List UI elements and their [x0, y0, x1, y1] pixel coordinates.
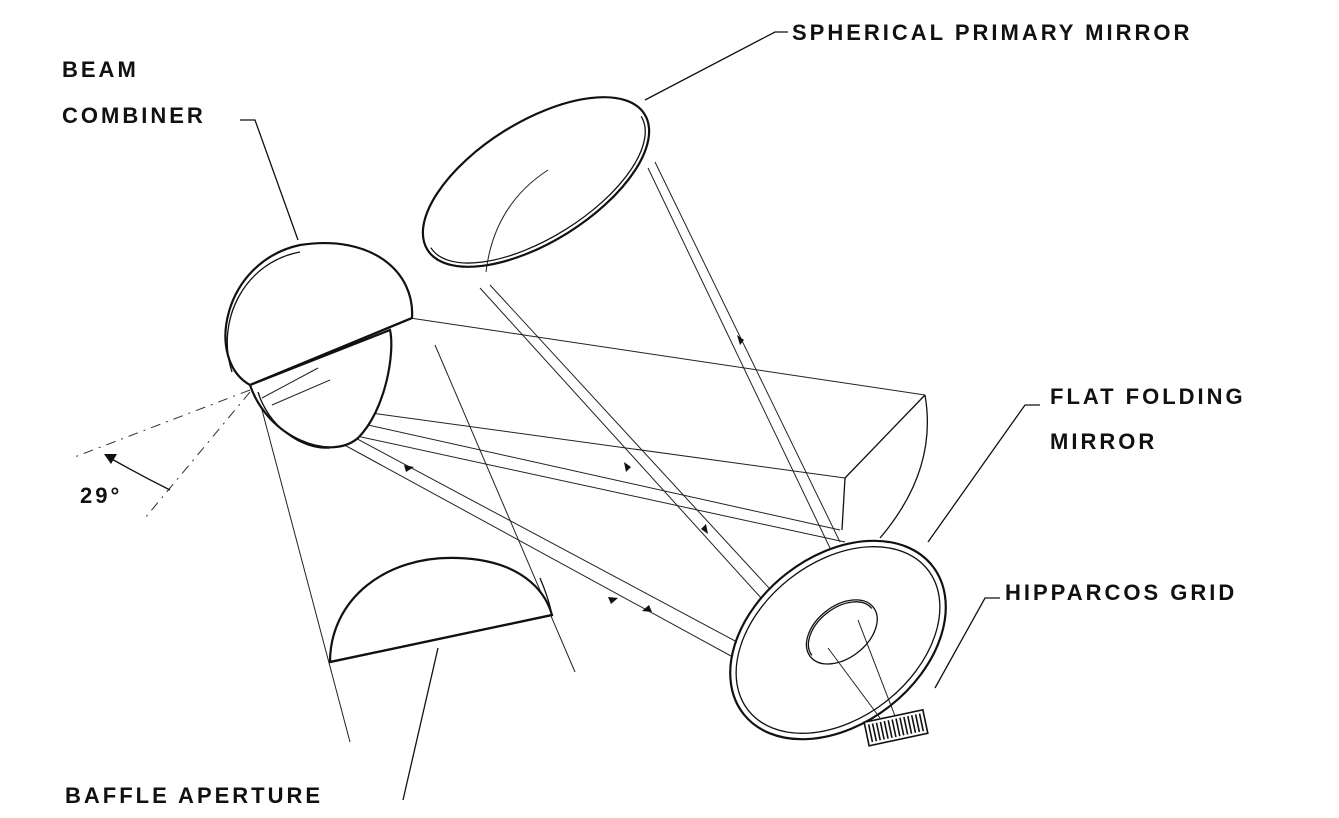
box-curve — [879, 394, 928, 539]
grid-bars — [867, 713, 925, 743]
folding-box — [841, 394, 928, 539]
ray-primary-to-fold-left-a — [479, 287, 773, 611]
grid-bar — [910, 715, 917, 734]
ray-baffle-right — [434, 344, 576, 673]
label-beam-combiner-line1: BEAM — [62, 57, 139, 82]
box-diagonal — [844, 394, 926, 479]
spherical-primary-mirror — [421, 96, 651, 273]
ray-combiner-to-box-low — [277, 404, 841, 531]
grid-bar — [914, 714, 921, 733]
grid-bar — [879, 721, 885, 740]
primary-mirror-inner-edge — [430, 115, 646, 264]
box-vertical — [841, 477, 846, 531]
grid-bar — [867, 724, 874, 743]
baffle-aperture — [328, 556, 554, 664]
label-baffle-aperture: BAFFLE APERTURE — [65, 783, 323, 808]
grid-bar — [907, 715, 913, 734]
baffle-flat-edge — [329, 613, 553, 664]
ray-baffle-left — [261, 409, 351, 743]
combiner-thickness-lower — [257, 391, 331, 449]
angle-dashed-line-lower — [144, 391, 251, 519]
combiner-ray-internal-b — [271, 379, 331, 406]
baffle-half-disc — [328, 556, 554, 664]
leader-flat-folding-mirror — [927, 404, 1040, 543]
ray-primary-to-fold-right-a — [647, 167, 831, 549]
ray-primary-to-fold-right-b — [654, 161, 841, 543]
ray-arrow-3 — [642, 605, 652, 612]
angle-arc — [109, 457, 171, 491]
label-beam-combiner-line2: COMBINER — [62, 103, 206, 128]
leader-baffle-aperture — [402, 647, 439, 801]
ray-combiner-to-fold — [351, 434, 846, 543]
ray-arrow-6 — [624, 462, 631, 472]
grid-bar — [895, 718, 901, 737]
ray-arrow-4 — [737, 335, 744, 345]
leader-beam-combiner — [240, 119, 299, 241]
label-flat-folding-mirror-line2: MIRROR — [1050, 429, 1157, 454]
label-flat-folding-mirror-line1: FLAT FOLDING — [1050, 384, 1246, 409]
fold-mirror-face — [735, 546, 941, 734]
grid-ray-a — [827, 647, 881, 719]
combiner-split-line — [249, 316, 413, 387]
combiner-ray-internal-a — [261, 367, 319, 399]
leader-primary-mirror — [644, 31, 788, 101]
labels: SPHERICAL PRIMARY MIRROR BEAM COMBINER F… — [62, 20, 1246, 808]
combiner-thickness-upper — [226, 251, 301, 373]
fold-mirror-hole-inner-edge — [807, 601, 873, 656]
ray-combiner-to-box-top — [409, 317, 926, 396]
grid-bar — [871, 723, 878, 742]
grid-bar — [903, 716, 909, 735]
grid-bar — [918, 713, 925, 732]
label-hipparcos-grid: HIPPARCOS GRID — [1005, 580, 1237, 605]
hipparcos-grid — [863, 708, 929, 747]
label-angle-29: 29° — [80, 483, 122, 508]
leader-hipparcos-grid — [934, 597, 1000, 689]
grid-bar — [899, 717, 905, 736]
grid-bar — [891, 719, 897, 738]
grid-ray-b — [857, 619, 896, 717]
grid-bar — [887, 720, 893, 739]
angle-indicator — [71, 389, 251, 519]
ray-arrow-2 — [608, 597, 618, 604]
label-spherical-primary-mirror: SPHERICAL PRIMARY MIRROR — [792, 20, 1192, 45]
ray-arrow-1 — [404, 465, 414, 472]
baffle-edge-thickness — [539, 577, 553, 616]
flat-folding-mirror — [729, 539, 947, 741]
grid-bar — [883, 720, 889, 739]
primary-mirror-rim — [421, 96, 651, 268]
combiner-upper-half — [224, 242, 414, 387]
leader-lines — [240, 31, 1040, 801]
grid-bar — [875, 722, 882, 741]
ray-arrow-5 — [701, 524, 708, 534]
beam-combiner — [224, 242, 414, 449]
primary-mirror-surface-curve — [485, 169, 549, 273]
angle-arrowhead — [104, 454, 117, 464]
ray-primary-to-fold-left-b — [489, 284, 781, 601]
angle-dashed-line-upper — [71, 389, 251, 459]
